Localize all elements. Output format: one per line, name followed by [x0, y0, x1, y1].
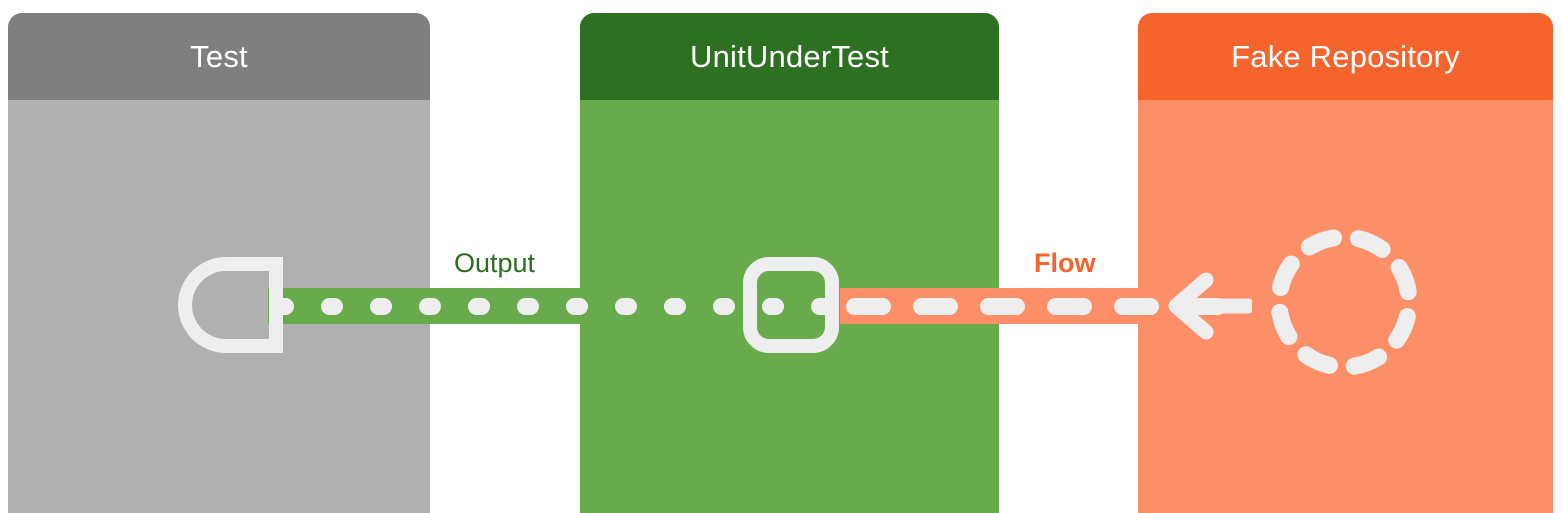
- lane-unit-under-test-title: UnitUnderTest: [689, 39, 889, 74]
- output-assertion-icon[interactable]: [178, 257, 283, 353]
- lane-unit-under-test-header: UnitUnderTest: [580, 13, 999, 100]
- connection-flow-dashes: [846, 298, 1246, 315]
- unit-under-test-port-icon[interactable]: [743, 257, 839, 353]
- lane-test-title: Test: [190, 39, 248, 74]
- connection-flow-label: Flow: [1029, 248, 1101, 279]
- fake-repository-stub-icon[interactable]: [1264, 222, 1424, 382]
- lane-fake-repository-title: Fake Repository: [1231, 39, 1460, 74]
- lane-fake-repository-header: Fake Repository: [1138, 13, 1553, 100]
- connection-output-label: Output: [449, 248, 541, 279]
- lane-test-header: Test: [8, 13, 430, 100]
- left-arrow-icon: [1168, 272, 1252, 340]
